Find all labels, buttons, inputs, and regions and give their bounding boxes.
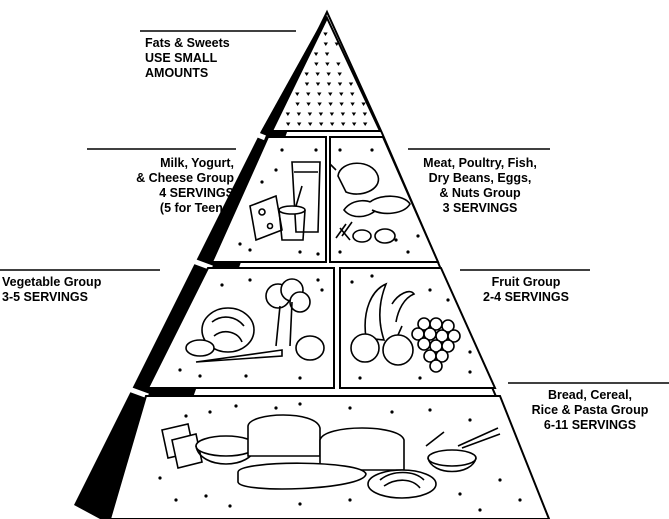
- serving-dot: [418, 376, 421, 379]
- serving-dot: [220, 283, 223, 286]
- serving-dot: [158, 476, 161, 479]
- serving-dot: [428, 288, 431, 291]
- serving-dot: [298, 502, 301, 505]
- serving-dot: [178, 368, 181, 371]
- serving-dot: [298, 402, 301, 405]
- milk-label-line: (5 for Teens): [76, 201, 234, 216]
- serving-dot: [204, 494, 207, 497]
- serving-dot: [280, 148, 283, 151]
- serving-dot: [248, 248, 251, 251]
- tier-fats-sweets: [272, 18, 380, 131]
- meat-label-line: & Nuts Group: [404, 186, 556, 201]
- serving-dot: [348, 498, 351, 501]
- meat-label-line: Meat, Poultry, Fish,: [404, 156, 556, 171]
- serving-dot: [358, 376, 361, 379]
- milk-label-line: & Cheese Group: [76, 171, 234, 186]
- serving-dot: [228, 504, 231, 507]
- serving-dot: [274, 406, 277, 409]
- serving-dot: [428, 408, 431, 411]
- fruit-label-line: 2-4 SERVINGS: [462, 290, 590, 305]
- bread-label-line: 6-11 SERVINGS: [512, 418, 668, 433]
- serving-dot: [274, 168, 277, 171]
- milk-label-line: 4 SERVINGS: [76, 186, 234, 201]
- serving-dot: [248, 278, 251, 281]
- fruit-label-line: Fruit Group: [462, 275, 590, 290]
- serving-dot: [478, 508, 481, 511]
- serving-dot: [338, 250, 341, 253]
- serving-dot: [518, 498, 521, 501]
- bread-label-line: Rice & Pasta Group: [512, 403, 668, 418]
- fats-label-line: Fats & Sweets: [145, 36, 230, 51]
- serving-dot: [320, 288, 323, 291]
- fats-sweets-label: Fats & Sweets USE SMALL AMOUNTS: [145, 36, 230, 81]
- serving-dot: [458, 492, 461, 495]
- serving-dot: [394, 238, 397, 241]
- serving-dot: [338, 148, 341, 151]
- serving-dot: [468, 350, 471, 353]
- serving-dot: [350, 280, 353, 283]
- serving-dot: [238, 242, 241, 245]
- serving-dot: [234, 404, 237, 407]
- serving-dot: [260, 180, 263, 183]
- vegetable-group-label: Vegetable Group 3-5 SERVINGS: [2, 275, 101, 305]
- bread-label-line: Bread, Cereal,: [512, 388, 668, 403]
- serving-dot: [348, 406, 351, 409]
- fruit-group-label: Fruit Group 2-4 SERVINGS: [462, 275, 590, 305]
- fats-label-line: AMOUNTS: [145, 66, 230, 81]
- serving-dot: [316, 278, 319, 281]
- meat-label-line: Dry Beans, Eggs,: [404, 171, 556, 186]
- serving-dot: [174, 498, 177, 501]
- serving-dot: [468, 418, 471, 421]
- serving-dot: [298, 376, 301, 379]
- bread-group-label: Bread, Cereal, Rice & Pasta Group 6-11 S…: [512, 388, 668, 433]
- serving-dot: [244, 374, 247, 377]
- serving-dot: [208, 410, 211, 413]
- serving-dot: [416, 234, 419, 237]
- serving-dot: [314, 148, 317, 151]
- serving-dot: [370, 148, 373, 151]
- serving-dot: [370, 274, 373, 277]
- serving-dot: [298, 250, 301, 253]
- serving-dot: [406, 250, 409, 253]
- grape: [430, 360, 442, 372]
- grape: [418, 338, 430, 350]
- vegetable-label-line: 3-5 SERVINGS: [2, 290, 101, 305]
- vegetable-label-line: Vegetable Group: [2, 275, 101, 290]
- meat-group-label: Meat, Poultry, Fish, Dry Beans, Eggs, & …: [404, 156, 556, 216]
- serving-dot: [316, 252, 319, 255]
- serving-dot: [198, 374, 201, 377]
- meat-label-line: 3 SERVINGS: [404, 201, 556, 216]
- milk-group-label: Milk, Yogurt, & Cheese Group 4 SERVINGS …: [76, 156, 234, 216]
- serving-dot: [390, 410, 393, 413]
- serving-dot: [184, 414, 187, 417]
- milk-label-line: Milk, Yogurt,: [76, 156, 234, 171]
- serving-dot: [498, 478, 501, 481]
- serving-dot: [468, 370, 471, 373]
- serving-dot: [446, 298, 449, 301]
- fats-label-line: USE SMALL: [145, 51, 230, 66]
